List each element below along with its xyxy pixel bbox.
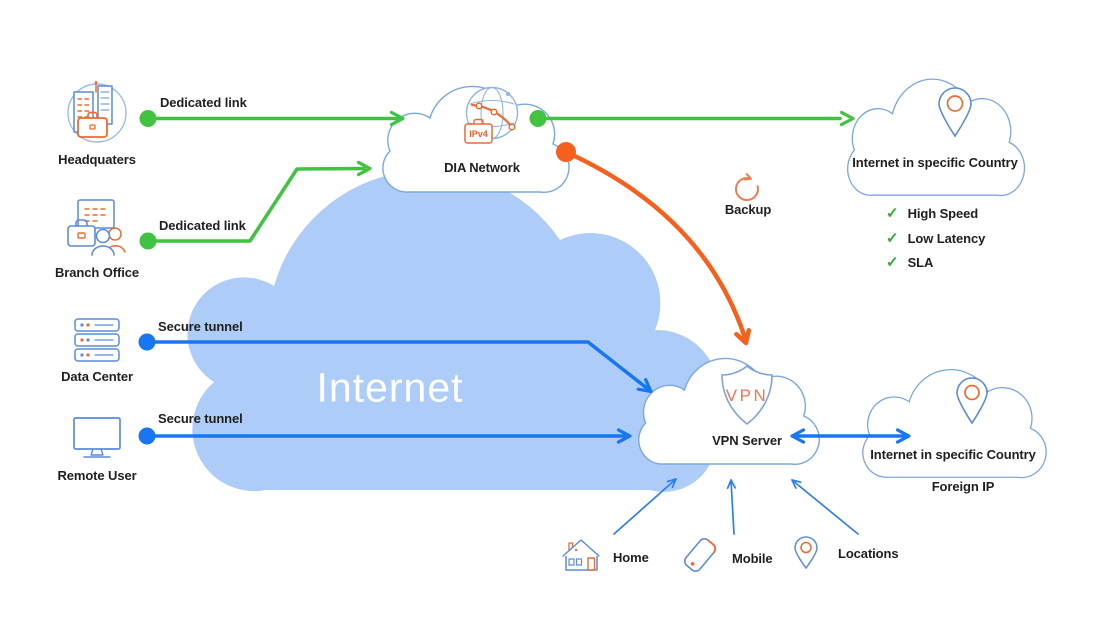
dia-link-dot xyxy=(529,110,547,127)
branch-office-label: Branch Office xyxy=(55,265,139,280)
dedicated-link-branch-arrow xyxy=(146,160,372,243)
data-center-label: Data Center xyxy=(61,369,133,384)
branch-link-dot xyxy=(139,232,157,250)
remote-link-dot xyxy=(138,427,156,445)
home-label: Home xyxy=(613,550,649,565)
dedicated-link-hq-label: Dedicated link xyxy=(160,95,247,110)
branch-office-icon xyxy=(67,199,126,256)
country-top-cloud xyxy=(848,79,1025,195)
headquarters-label: Headquaters xyxy=(58,152,136,167)
check-icon: ✓ xyxy=(886,253,899,271)
home-to-vpn-arrow xyxy=(613,478,677,535)
benefit-label: Low Latency xyxy=(907,230,986,246)
internet-label: Internet xyxy=(316,364,464,411)
backup-label: Backup xyxy=(724,202,772,217)
location-pin-icon xyxy=(938,87,972,138)
foreign-ip-label: Foreign IP xyxy=(931,479,995,494)
benefit-sla: ✓ SLA xyxy=(886,254,933,270)
secure-tunnel-dc-label: Secure tunnel xyxy=(158,319,243,334)
benefit-high-speed: ✓ High Speed xyxy=(886,205,978,221)
dedicated-link-branch-label: Dedicated link xyxy=(159,218,246,233)
mobile-icon xyxy=(683,538,717,572)
vpn-server-cloud xyxy=(639,358,819,464)
home-icon xyxy=(562,539,600,571)
remote-user-label: Remote User xyxy=(57,468,137,483)
backup-arrow xyxy=(563,149,752,346)
secure-tunnel-remote-arrow xyxy=(145,428,632,444)
ipv4-badge-label: IPv4 xyxy=(469,129,488,139)
benefit-label: High Speed xyxy=(907,205,979,221)
headquarters-icon xyxy=(67,81,127,143)
vpn-server-label: VPN Server xyxy=(712,433,782,448)
hq-link-dot xyxy=(139,110,157,127)
ipv4-badge xyxy=(464,118,493,144)
vpn-shield-label: VPN xyxy=(725,386,769,405)
benefit-label: SLA xyxy=(907,254,934,270)
datacenter-link-dot xyxy=(138,333,156,351)
location-pin-icon xyxy=(956,377,988,425)
data-center-icon xyxy=(74,318,120,362)
locations-pin-icon xyxy=(794,536,818,570)
backup-refresh-icon xyxy=(734,173,759,201)
secure-tunnel-remote-label: Secure tunnel xyxy=(158,411,243,426)
country-bottom-label: Internet in specific Country xyxy=(870,447,1036,462)
dia-to-country-arrow xyxy=(545,110,855,127)
secure-tunnel-datacenter-arrow xyxy=(145,340,653,394)
remote-user-icon xyxy=(73,417,121,458)
check-icon: ✓ xyxy=(886,204,899,222)
dia-network-label: DIA Network xyxy=(444,160,520,175)
backup-dot xyxy=(556,142,576,162)
mobile-to-vpn-arrow xyxy=(726,479,737,535)
internet-cloud xyxy=(187,170,719,492)
benefit-low-latency: ✓ Low Latency xyxy=(886,230,985,246)
check-icon: ✓ xyxy=(886,229,899,247)
vpn-shield-icon xyxy=(721,364,773,426)
vpn-to-foreign-arrow xyxy=(790,428,911,444)
locations-label: Locations xyxy=(838,546,899,561)
dedicated-link-hq-arrow xyxy=(146,110,405,127)
mobile-label: Mobile xyxy=(732,551,773,566)
country-top-label: Internet in specific Country xyxy=(852,155,1018,170)
locations-to-vpn-arrow xyxy=(791,479,859,535)
